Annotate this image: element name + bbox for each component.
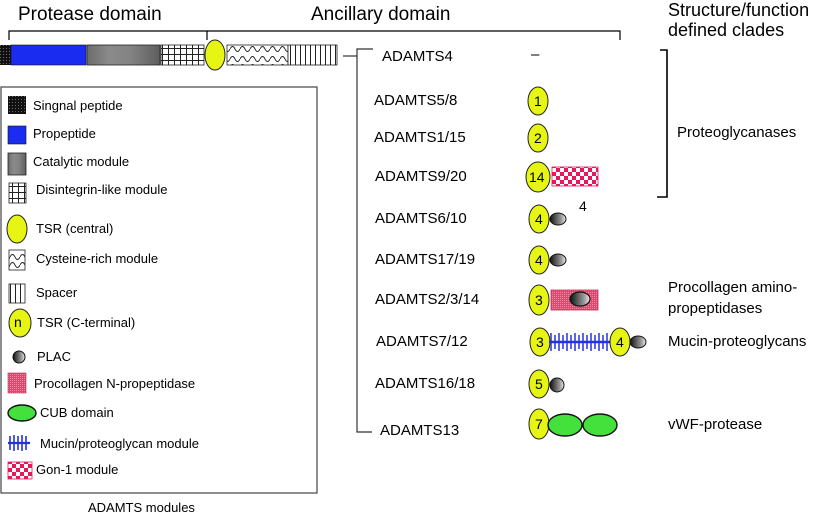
legend-label: Propeptide [33,126,96,141]
legend-box [0,86,318,494]
cub-module [582,413,618,437]
tsr-count: 4 [616,334,624,350]
protease-domain-bracket [8,30,208,40]
ancillary-domain-label: Ancillary domain [311,4,451,25]
legend-label: Catalytic module [33,154,130,169]
tsr-count: 1 [534,93,542,109]
tsr-module [528,204,550,234]
tsr-count: 4 [535,252,543,268]
clades-title-line2: defined clades [668,20,785,40]
member-name: ADAMTS17/19 [375,251,476,268]
tsr-count: 3 [535,292,543,308]
legend-mucin-swatch [8,435,30,451]
bar-catalytic-module [86,44,161,66]
member-name: ADAMTS7/12 [376,333,468,350]
bar-disintegrin-module [160,44,205,66]
legend-label: Mucin/proteoglycan module [40,436,199,451]
tsr-module [527,123,549,153]
member-name: ADAMTS6/10 [375,210,467,227]
footnote-marker: 4 [579,198,587,214]
tsr-count: 5 [535,376,543,392]
member-name: ADAMTS13 [380,422,460,439]
tsr-count: 14 [529,169,545,185]
plac-module [549,212,567,226]
bar-propeptide [10,44,87,66]
legend-cysteine-swatch [8,249,26,271]
legend-label: Disintegrin-like module [36,182,168,197]
legend-label: Gon-1 module [36,462,119,477]
tsr-count: 3 [536,334,544,350]
tsr-count: 2 [534,130,542,146]
plac-module [549,377,565,393]
clades-title-line1: Structure/function [668,0,810,20]
tsr-module [528,284,550,316]
legend-label: Spacer [36,285,78,300]
bar-tsr-central [204,39,226,71]
member-name: ADAMTS4 [382,48,453,65]
mucin-module [549,333,611,351]
legend-spacer-swatch [8,283,26,304]
legend-procollagen-swatch [7,372,27,394]
legend-symbols [6,96,37,480]
legend-label: TSR (C-terminal) [37,315,136,330]
clade-label: vWF-protease [668,416,763,433]
legend-caption: ADAMTS modules [88,500,195,515]
legend-label: Singnal peptide [33,98,123,113]
legend-label: CUB domain [40,405,114,420]
clade-label: Procollagen amino- [668,279,798,296]
tsr-count: 7 [535,416,543,432]
plac-module [549,253,567,267]
clade-label: propeptidases [668,300,763,317]
protease-domain-label: Protease domain [18,4,162,25]
member-name: ADAMTS16/18 [375,375,476,392]
member-name: ADAMTS2/3/14 [375,291,480,308]
domain-bar [0,39,338,71]
legend-plac-swatch [12,350,26,364]
legend-cub-swatch [7,404,37,422]
legend-disintegrin-swatch [8,182,27,204]
member-name: ADAMTS1/15 [374,129,466,146]
member-name: ADAMTS9/20 [375,168,467,185]
legend-catalytic-swatch [7,152,27,176]
bar-spacer [287,44,338,66]
family-tree-lines [343,48,373,433]
legend-tsr-central-swatch [6,214,28,244]
legend-label: TSR (central) [36,221,114,236]
tsr-module [525,161,551,193]
plac-module [569,291,591,307]
legend-label: Procollagen N-propeptidase [34,376,196,391]
legend-propeptide-swatch [7,125,27,145]
tsr-module [528,369,550,399]
gon1-module [551,166,599,187]
legend-label: PLAC [37,349,71,364]
bar-signal-peptide [0,45,11,65]
legend-signal-peptide-swatch [8,96,26,114]
member-name: ADAMTS5/8 [374,92,458,109]
plac-module [629,335,647,349]
tsr-module [527,86,549,116]
ancillary-domain-bracket [207,30,621,40]
member-modules [525,86,647,440]
legend-label: Cysteine-rich module [36,251,159,266]
clade-label: Mucin-proteoglycans [668,333,807,350]
tsr-n-symbol: n [14,314,22,330]
clade-label: Proteoglycanases [677,124,797,141]
proteoglycanases-bracket [657,49,668,198]
legend-gon1-swatch [7,461,33,480]
legend-tsr-c-terminal-swatch [8,308,32,338]
tsr-module [528,245,550,275]
bar-cysteine-rich-module [226,44,289,66]
tsr-count: 4 [535,211,543,227]
cub-module [547,413,583,437]
no-modules-dash: – [531,46,540,63]
